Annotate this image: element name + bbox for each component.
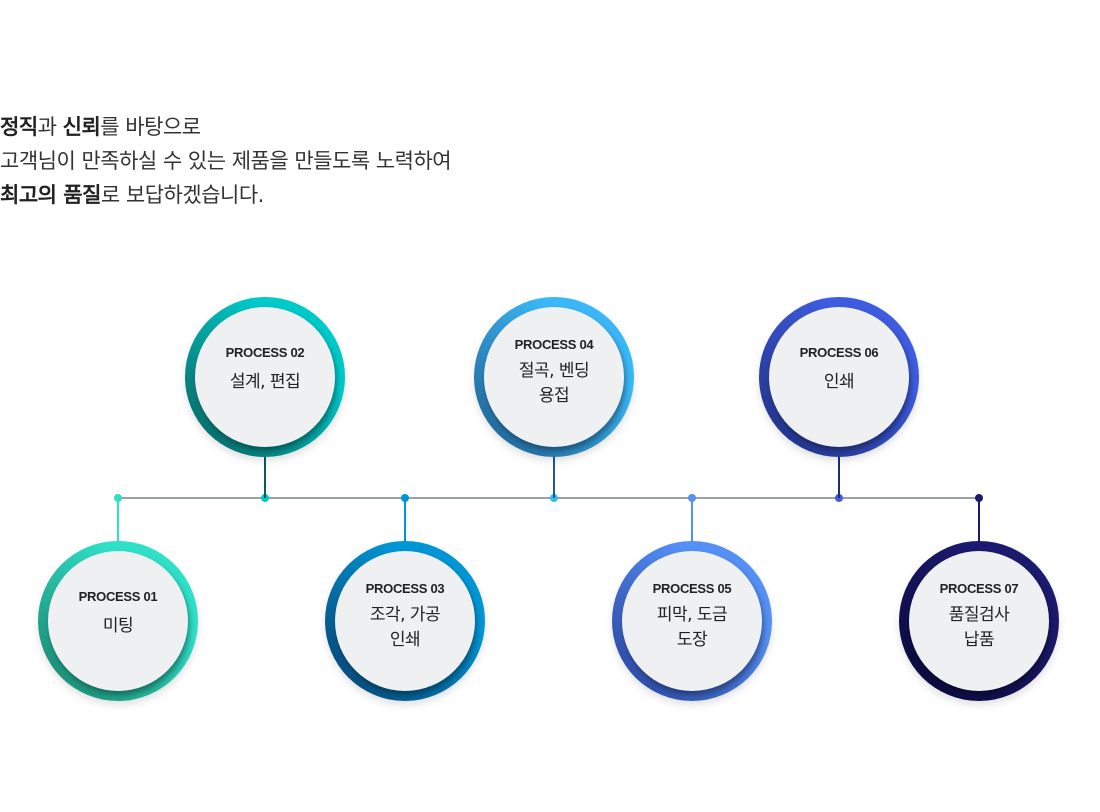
- intro-text: 정직과 신뢰를 바탕으로 고객님이 만족하실 수 있는 제품을 만들도록 노력하…: [0, 110, 452, 212]
- timeline-dot: [550, 494, 558, 502]
- intro-text-2: 를 바탕으로: [100, 115, 201, 139]
- timeline-connector: [404, 498, 406, 546]
- process-step-label: PROCESS 01: [78, 589, 158, 604]
- process-step-title: 피막, 도금 도장: [656, 605, 728, 650]
- process-step: PROCESS 01 미팅: [38, 541, 198, 701]
- timeline-dot: [261, 494, 269, 502]
- process-step-title: 미팅: [102, 616, 134, 636]
- process-step-label: PROCESS 06: [799, 345, 879, 360]
- process-step-inner: PROCESS 06 인쇄: [769, 307, 909, 447]
- process-step-inner: PROCESS 01 미팅: [48, 551, 188, 691]
- intro-keyword-honesty: 정직: [0, 115, 38, 139]
- timeline-line: [118, 497, 980, 499]
- intro-text-1: 과: [37, 115, 63, 139]
- process-step: PROCESS 03 조각, 가공 인쇄: [325, 541, 485, 701]
- timeline-connector: [691, 498, 693, 546]
- process-step-label: PROCESS 02: [225, 345, 305, 360]
- process-step: PROCESS 06 인쇄: [759, 297, 919, 457]
- timeline-connector: [264, 452, 266, 498]
- timeline-connector: [117, 498, 119, 546]
- process-step-inner: PROCESS 07 품질검사 납품: [909, 551, 1049, 691]
- process-step-label: PROCESS 07: [939, 581, 1019, 596]
- process-step-label: PROCESS 05: [652, 581, 732, 596]
- intro-line-1: 정직과 신뢰를 바탕으로: [0, 110, 451, 144]
- process-step-label: PROCESS 03: [365, 581, 445, 596]
- timeline-connector: [838, 452, 840, 498]
- timeline-connector: [553, 452, 555, 498]
- process-step-title: 조각, 가공 인쇄: [369, 605, 441, 650]
- process-step: PROCESS 02 설계, 편집: [185, 297, 345, 457]
- process-step: PROCESS 04 절곡, 벤딩 용접: [474, 297, 634, 457]
- process-step-inner: PROCESS 03 조각, 가공 인쇄: [335, 551, 475, 691]
- process-step-inner: PROCESS 02 설계, 편집: [195, 307, 335, 447]
- intro-line-2: 고객님이 만족하실 수 있는 제품을 만들도록 노력하여: [0, 149, 452, 173]
- intro-text-3: 로 보답하겠습니다.: [100, 183, 264, 207]
- process-step-title: 품질검사 납품: [948, 605, 1010, 650]
- process-step-title: 설계, 편집: [229, 372, 301, 392]
- intro-keyword-quality: 최고의 품질: [0, 183, 101, 207]
- intro-line-3: 최고의 품질로 보답하겠습니다.: [0, 178, 451, 212]
- intro-keyword-trust: 신뢰: [62, 115, 101, 139]
- timeline-dot: [835, 494, 843, 502]
- process-step-title: 절곡, 벤딩 용접: [518, 361, 590, 406]
- timeline-connector: [978, 498, 980, 546]
- process-step: PROCESS 07 품질검사 납품: [899, 541, 1059, 701]
- process-step-title: 인쇄: [823, 372, 855, 392]
- process-step-label: PROCESS 04: [514, 337, 594, 352]
- process-step-inner: PROCESS 04 절곡, 벤딩 용접: [484, 307, 624, 447]
- process-step-inner: PROCESS 05 피막, 도금 도장: [622, 551, 762, 691]
- process-step: PROCESS 05 피막, 도금 도장: [612, 541, 772, 701]
